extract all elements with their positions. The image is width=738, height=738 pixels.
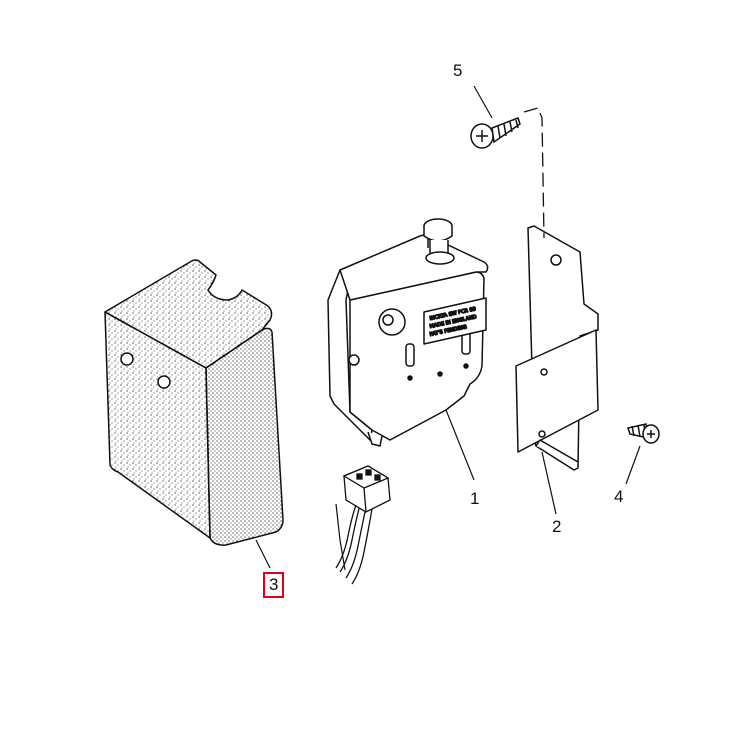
leader-line-4 xyxy=(625,445,641,485)
callout-3: 3 xyxy=(263,572,285,598)
callout-2: 2 xyxy=(552,517,562,536)
leader-line-1 xyxy=(445,409,475,481)
callout-4: 4 xyxy=(614,487,624,506)
callout-1: 1 xyxy=(470,489,480,508)
leader-line-2 xyxy=(541,451,557,515)
callout-5: 5 xyxy=(453,61,463,80)
mounting-bracket-icon xyxy=(515,225,599,471)
self-tapping-screw-icon xyxy=(627,423,660,444)
leader-line-connector xyxy=(335,503,346,571)
leader-line-5 xyxy=(473,85,493,119)
pan-head-screw-icon xyxy=(470,117,521,149)
wire-connector-icon xyxy=(335,465,391,585)
assembly-dash-line xyxy=(523,107,545,239)
leader-line-3 xyxy=(255,539,271,569)
cover-housing-icon xyxy=(104,259,284,546)
actuator-motor-icon: INCRTA SW PCR 89 MADE IN ENGLAND PAT'S P… xyxy=(327,218,489,447)
